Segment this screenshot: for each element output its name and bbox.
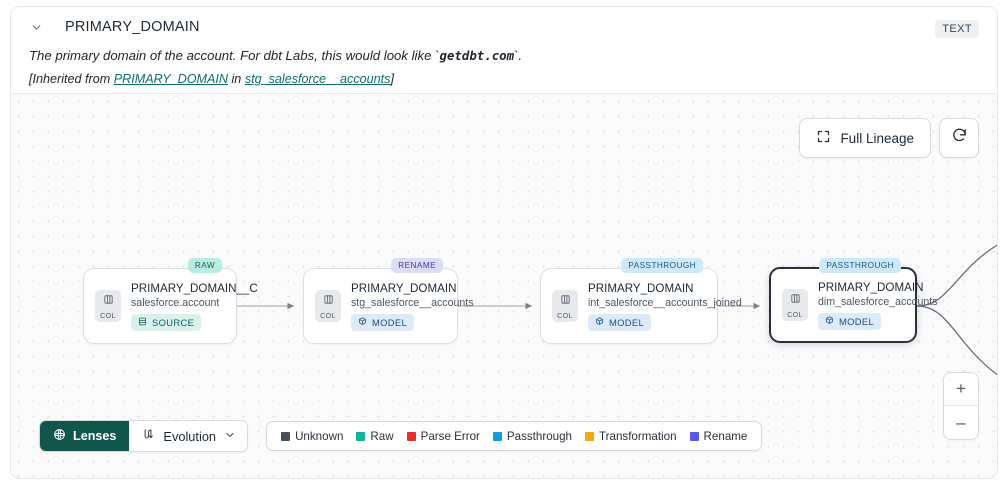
legend-item: Parse Error <box>406 429 480 443</box>
chevron-down-icon[interactable] <box>29 20 43 34</box>
lenses-group: Lenses Evolution <box>39 420 249 452</box>
column-icon <box>323 292 334 310</box>
lenses-button[interactable]: Lenses <box>40 421 130 451</box>
legend-label: Passthrough <box>506 429 572 443</box>
type-badge: TEXT <box>935 20 979 38</box>
node-tag: PASSTHROUGH <box>819 258 901 273</box>
legend-item: Unknown <box>281 430 343 443</box>
column-icon <box>560 292 571 310</box>
node-subtitle: stg_salesforce__accounts <box>351 297 474 309</box>
legend-label: Rename <box>703 429 748 443</box>
column-lineage-panel: PRIMARY_DOMAIN TEXT The primary domain o… <box>10 6 998 479</box>
zoom-out-button[interactable]: – <box>956 412 966 432</box>
column-chip-label: COL <box>787 310 803 319</box>
lineage-node-selected[interactable]: PASSTHROUGH COL PRIMARY_DOMAIN dim_sales… <box>769 258 938 343</box>
node-subtitle: int_salesforce__accounts_joined <box>588 297 742 309</box>
legend-label: Parse Error <box>420 429 480 443</box>
inherit-model-link[interactable]: stg_salesforce__accounts <box>244 71 391 86</box>
inherited-from-note: [Inherited from PRIMARY_DOMAIN in stg_sa… <box>29 72 979 86</box>
zoom-in-button[interactable]: + <box>944 373 978 406</box>
legend-swatch <box>689 431 699 441</box>
description-text-end: `. <box>514 48 523 63</box>
node-tag: RAW <box>187 258 222 273</box>
legend-swatch <box>356 431 366 441</box>
node-kind-badge: SOURCE <box>131 314 202 331</box>
zoom-controls: + – <box>943 372 979 440</box>
column-chip-label: COL <box>320 311 336 320</box>
node-tag: PASSTHROUGH <box>621 258 703 273</box>
lineage-node[interactable]: RAW COL PRIMARY_DOMAIN__C salesforce.acc… <box>83 258 258 344</box>
node-title: PRIMARY_DOMAIN <box>588 282 694 295</box>
column-chip: COL <box>95 290 121 322</box>
node-subtitle: dim_salesforce_accounts <box>818 296 938 308</box>
inherit-prefix: [Inherited from <box>29 71 114 86</box>
lineage-node[interactable]: PASSTHROUGH COL PRIMARY_DOMAIN int_sales… <box>540 258 742 344</box>
column-icon <box>790 291 801 309</box>
column-chip: COL <box>315 290 341 322</box>
node-title: PRIMARY_DOMAIN <box>351 282 457 295</box>
column-description: The primary domain of the account. For d… <box>29 47 979 65</box>
node-kind-badge: MODEL <box>351 314 415 331</box>
legend-label: Unknown <box>295 429 344 443</box>
legend-swatch <box>492 431 502 441</box>
column-icon <box>103 292 114 310</box>
node-kind-label: MODEL <box>609 317 645 328</box>
canvas-toolbar: Lenses Evolution Unknown Raw Parse Error… <box>39 420 763 452</box>
cube-icon <box>825 316 834 327</box>
lineage-canvas[interactable]: Full Lineage RAW COL PRIMARY_DOMAIN__C s… <box>11 93 997 478</box>
legend-label: Transformation <box>599 429 677 443</box>
canvas-top-controls: Full Lineage <box>799 118 979 158</box>
inherit-column-link[interactable]: PRIMARY_DOMAIN <box>113 71 228 86</box>
panel-header: PRIMARY_DOMAIN TEXT The primary domain o… <box>11 7 997 93</box>
legend-swatch <box>406 431 416 441</box>
lineage-node[interactable]: RENAME COL PRIMARY_DOMAIN stg_salesforce… <box>303 258 474 344</box>
expand-icon <box>816 129 831 147</box>
evolution-icon <box>141 428 155 445</box>
legend-swatch <box>281 431 291 441</box>
refresh-icon <box>951 127 968 149</box>
inherit-suffix: ] <box>390 71 394 86</box>
node-kind-badge: MODEL <box>818 313 882 330</box>
legend-item: Raw <box>356 429 394 443</box>
aperture-icon <box>53 428 66 444</box>
evolution-dropdown[interactable]: Evolution <box>129 421 247 451</box>
column-chip-label: COL <box>557 311 573 320</box>
legend-label: Raw <box>370 429 394 443</box>
lineage-legend: Unknown Raw Parse Error Passthrough Tran… <box>266 421 763 451</box>
legend-item: Passthrough <box>492 429 572 443</box>
column-chip: COL <box>552 290 578 322</box>
node-kind-label: MODEL <box>839 316 875 327</box>
description-text: The primary domain of the account. For d… <box>29 48 440 63</box>
full-lineage-button[interactable]: Full Lineage <box>799 118 931 158</box>
legend-swatch <box>585 431 594 441</box>
legend-item: Transformation <box>585 430 677 443</box>
node-kind-label: MODEL <box>372 317 408 328</box>
cube-icon <box>595 317 604 328</box>
refresh-button[interactable] <box>939 118 979 158</box>
node-kind-badge: MODEL <box>588 314 652 331</box>
database-icon <box>138 317 147 328</box>
inherit-middle: in <box>228 71 245 86</box>
description-code: getdbt.com <box>439 48 515 63</box>
page-title: PRIMARY_DOMAIN <box>65 19 200 35</box>
legend-item: Rename <box>689 429 748 443</box>
lenses-label: Lenses <box>73 429 117 443</box>
evolution-label: Evolution <box>163 428 217 444</box>
node-subtitle: salesforce.account <box>131 297 220 309</box>
node-kind-label: SOURCE <box>152 317 195 328</box>
node-tag: RENAME <box>391 258 443 273</box>
node-title: PRIMARY_DOMAIN__C <box>131 282 258 295</box>
node-title: PRIMARY_DOMAIN <box>818 281 924 294</box>
chevron-down-icon <box>224 429 236 444</box>
column-chip: COL <box>782 289 808 321</box>
cube-icon <box>358 317 367 328</box>
full-lineage-label: Full Lineage <box>840 130 914 146</box>
column-chip-label: COL <box>100 311 116 320</box>
